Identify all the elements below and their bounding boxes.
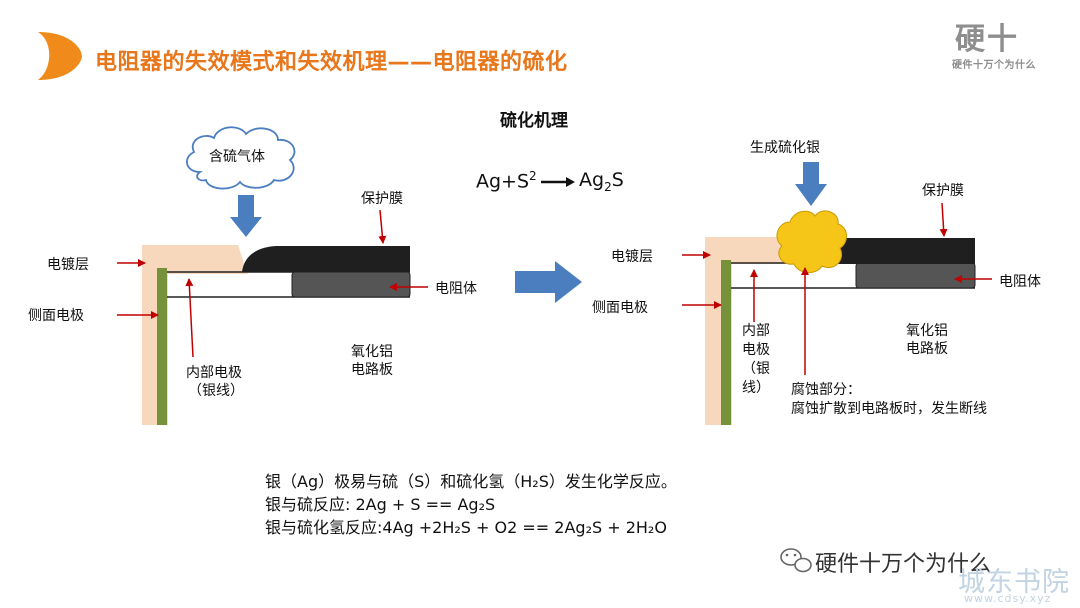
inner-electrode-line-2: 电极 xyxy=(742,342,770,358)
inner-electrode-label-left: 内部电极 xyxy=(186,365,242,381)
silver-sulfide-corrosion xyxy=(776,210,847,273)
protective-film-left xyxy=(242,246,410,272)
protective-film-label-right: 保护膜 xyxy=(922,183,964,199)
silver-sulfide-label: 生成硫化银 xyxy=(750,140,820,156)
left-resistor-cross-section xyxy=(142,245,411,425)
equation-charge: 2 xyxy=(529,169,537,183)
note-line-3: 银与硫化氢反应:4Ag +2H₂S + O2 == 2Ag₂S + 2H₂O xyxy=(265,518,667,537)
brand-tagline: 硬件十万个为什么 xyxy=(952,60,1036,71)
substrate-label-left-2: 电路板 xyxy=(351,362,393,378)
wechat-account-name: 硬件十万个为什么 xyxy=(815,552,992,577)
cloud-label: 含硫气体 xyxy=(209,149,265,165)
substrate-label-right-2: 电路板 xyxy=(906,341,948,357)
resistor-body-left xyxy=(291,271,411,298)
corrosion-label-1: 腐蚀部分： xyxy=(791,382,861,398)
side-electrode-label-right: 侧面电极 xyxy=(592,300,648,316)
watermark-text: 城东书院 xyxy=(958,567,1070,598)
resistor-body-right xyxy=(855,262,976,289)
resistor-body-label-left: 电阻体 xyxy=(435,281,477,297)
inner-electrode-line-1: 内部 xyxy=(742,323,770,339)
inner-electrode-line-3: （银 xyxy=(742,361,770,377)
equation-product: Ag xyxy=(579,169,605,191)
inner-electrode-line-4: 线） xyxy=(742,380,770,396)
substrate-label-right-1: 氧化铝 xyxy=(906,323,948,339)
plating-layer-label-left: 电镀层 xyxy=(47,257,89,273)
blue-down-arrow xyxy=(230,195,262,237)
brand-logo: 硬十 xyxy=(955,22,1019,57)
orange-logo-mark xyxy=(38,32,82,80)
blue-right-arrow xyxy=(515,261,582,303)
inner-electrode-label-right: 内部 电极 （银 线） xyxy=(736,322,776,398)
equation-product-tail: S xyxy=(611,169,624,191)
page-title: 电阻器的失效模式和失效机理——电阻器的硫化 xyxy=(95,50,568,75)
plating-layer-label-right: 电镀层 xyxy=(611,249,653,265)
chemistry-notes: 银（Ag）极易与硫（S）和硫化氢（H₂S）发生化学反应。 银与硫反应: 2Ag … xyxy=(265,470,677,539)
substrate-label-left-1: 氧化铝 xyxy=(351,344,393,360)
blue-down-arrow xyxy=(795,162,827,206)
reaction-product: Ag2S xyxy=(579,169,624,194)
note-line-1: 银（Ag）极易与硫（S）和硫化氢（H₂S）发生化学反应。 xyxy=(265,472,677,491)
resistor-body-label-right: 电阻体 xyxy=(999,274,1041,290)
equation-subscript: 2 xyxy=(604,179,612,194)
wechat-icon xyxy=(780,548,812,573)
side-electrode-label-left: 侧面电极 xyxy=(28,308,84,324)
side-electrode-right xyxy=(721,260,731,425)
sulfur-gas-cloud xyxy=(186,126,296,190)
protective-film-label-left: 保护膜 xyxy=(361,191,403,207)
note-line-2: 银与硫反应: 2Ag + S == Ag₂S xyxy=(265,495,496,514)
side-electrode-left xyxy=(157,268,167,425)
reaction-equation: Ag+S2 xyxy=(476,169,537,192)
corrosion-label-2: 腐蚀扩散到电路板时，发生断线 xyxy=(791,401,987,417)
silver-wire-label-left: （银线） xyxy=(188,383,244,399)
equation-reactants: Ag+S xyxy=(476,170,530,193)
diagram-subtitle: 硫化机理 xyxy=(500,111,568,131)
watermark-url: www.cdsy.xyz xyxy=(964,592,1052,605)
